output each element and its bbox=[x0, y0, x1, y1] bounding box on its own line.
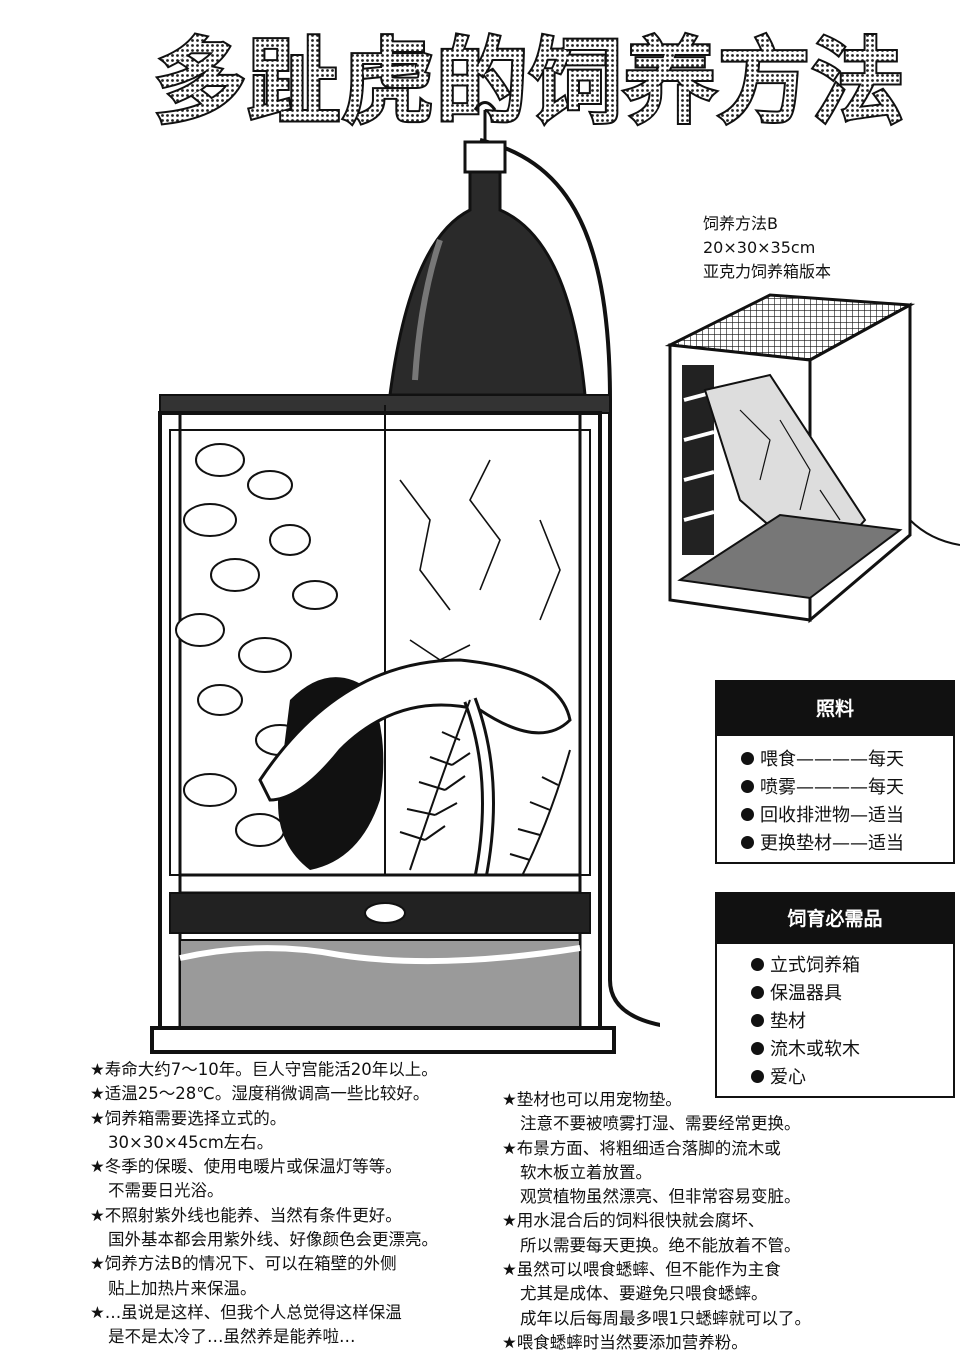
bullet-icon bbox=[751, 1041, 764, 1055]
care-item: 喂食————每天 bbox=[741, 744, 953, 772]
note-line: 所以需要每天更换。绝不能放着不管。 bbox=[520, 1235, 801, 1255]
needs-item: 垫材 bbox=[751, 1006, 953, 1034]
bullet-icon bbox=[751, 1013, 764, 1027]
note-line: ★冬季的保暖、使用电暖片或保温灯等等。 bbox=[90, 1157, 402, 1177]
care-item: 喷雾————每天 bbox=[741, 772, 953, 800]
bullet-icon bbox=[751, 985, 764, 999]
needs-item-label: 垫材 bbox=[770, 1011, 806, 1032]
terrarium-illustration bbox=[140, 100, 721, 1060]
note-line: ★虽然可以喂食蟋蟀、但不能作为主食 bbox=[502, 1260, 781, 1280]
needs-item: 流木或软木 bbox=[751, 1034, 953, 1062]
note-line: ★不照射紫外线也能养、当然有条件更好。 bbox=[90, 1205, 402, 1225]
care-item-label: 喷雾————每天 bbox=[760, 777, 904, 798]
needs-list: 立式饲养箱 保温器具 垫材 流木或软木 爱心 bbox=[717, 944, 953, 1090]
care-item-label: 回收排泄物—适当 bbox=[760, 805, 904, 826]
needs-box: 饲育必需品 立式饲养箱 保温器具 垫材 流木或软木 爱心 bbox=[715, 892, 955, 1098]
method-caption: 饲养方法B 20×30×35cm 亚克力饲养箱版本 bbox=[703, 212, 831, 284]
acrylic-tank-illustration bbox=[660, 280, 960, 650]
method-name: 饲养方法B bbox=[703, 214, 778, 233]
bullet-icon bbox=[741, 779, 754, 793]
note-line: 贴上加热片来保温。 bbox=[108, 1278, 257, 1298]
note-line: ★布景方面、将粗细适合落脚的流木或 bbox=[502, 1138, 781, 1158]
care-item: 更换垫材——适当 bbox=[741, 828, 953, 856]
needs-item: 保温器具 bbox=[751, 978, 953, 1006]
care-item-label: 喂食————每天 bbox=[760, 749, 904, 770]
care-list: 喂食————每天 喷雾————每天 回收排泄物—适当 更换垫材——适当 bbox=[717, 736, 953, 856]
note-line: 不需要日光浴。 bbox=[108, 1181, 224, 1201]
bullet-icon bbox=[741, 835, 754, 849]
note-line: 30×30×45cm左右。 bbox=[108, 1132, 274, 1152]
note-line: 注意不要被喷雾打湿、需要经常更换。 bbox=[520, 1114, 801, 1134]
care-box: 照料 喂食————每天 喷雾————每天 回收排泄物—适当 更换垫材——适当 bbox=[715, 680, 955, 864]
needs-item-label: 流木或软木 bbox=[770, 1039, 860, 1060]
method-dimensions: 20×30×35cm bbox=[703, 238, 816, 257]
note-line: ★饲养箱需要选择立式的。 bbox=[90, 1108, 287, 1128]
needs-header: 饲育必需品 bbox=[717, 894, 953, 944]
bullet-icon bbox=[751, 1069, 764, 1083]
needs-item-label: 爱心 bbox=[770, 1067, 806, 1088]
title-text: 多趾虎的饲养方法 bbox=[154, 29, 906, 136]
bullet-icon bbox=[751, 957, 764, 971]
note-line: ★适温25～28℃。湿度稍微调高一些比较好。 bbox=[90, 1084, 430, 1104]
page-title: 多趾虎的饲养方法 bbox=[140, 18, 920, 138]
needs-item-label: 立式饲养箱 bbox=[770, 955, 860, 976]
needs-item-label: 保温器具 bbox=[770, 983, 842, 1004]
note-line: 成年以后每周最多喂1只蟋蟀就可以了。 bbox=[520, 1308, 811, 1328]
note-line: ★用水混合后的饲料很快就会腐坏、 bbox=[502, 1211, 765, 1231]
note-line: 软木板立着放置。 bbox=[520, 1162, 652, 1182]
needs-item: 立式饲养箱 bbox=[751, 950, 953, 978]
notes-right: ★垫材也可以用宠物垫。 注意不要被喷雾打湿、需要经常更换。 ★布景方面、将粗细适… bbox=[502, 1088, 811, 1355]
bullet-icon bbox=[741, 807, 754, 821]
note-line: 国外基本都会用紫外线、好像颜色会更漂亮。 bbox=[108, 1230, 438, 1250]
note-line: 是不是太冷了…虽然养是能养啦… bbox=[108, 1327, 356, 1347]
care-item: 回收排泄物—适当 bbox=[741, 800, 953, 828]
note-line: 尤其是成体、要避免只喂食蟋蟀。 bbox=[520, 1284, 768, 1304]
care-item-label: 更换垫材——适当 bbox=[760, 833, 904, 854]
note-line: 观赏植物虽然漂亮、但非常容易变脏。 bbox=[520, 1187, 801, 1207]
note-line: ★饲养方法B的情况下、可以在箱壁的外侧 bbox=[90, 1254, 397, 1274]
note-line: ★…虽说是这样、但我个人总觉得这样保温 bbox=[90, 1302, 402, 1322]
care-header: 照料 bbox=[717, 682, 953, 736]
method-version: 亚克力饲养箱版本 bbox=[703, 262, 832, 281]
note-line: ★垫材也可以用宠物垫。 bbox=[502, 1090, 682, 1109]
note-line: ★寿命大约7～10年。巨人守宫能活20年以上。 bbox=[90, 1060, 438, 1079]
bullet-icon bbox=[741, 751, 754, 765]
note-line: ★喂食蟋蟀时当然要添加营养粉。 bbox=[502, 1332, 748, 1352]
notes-left: ★寿命大约7～10年。巨人守宫能活20年以上。 ★适温25～28℃。湿度稍微调高… bbox=[90, 1058, 438, 1350]
needs-item: 爱心 bbox=[751, 1062, 953, 1090]
